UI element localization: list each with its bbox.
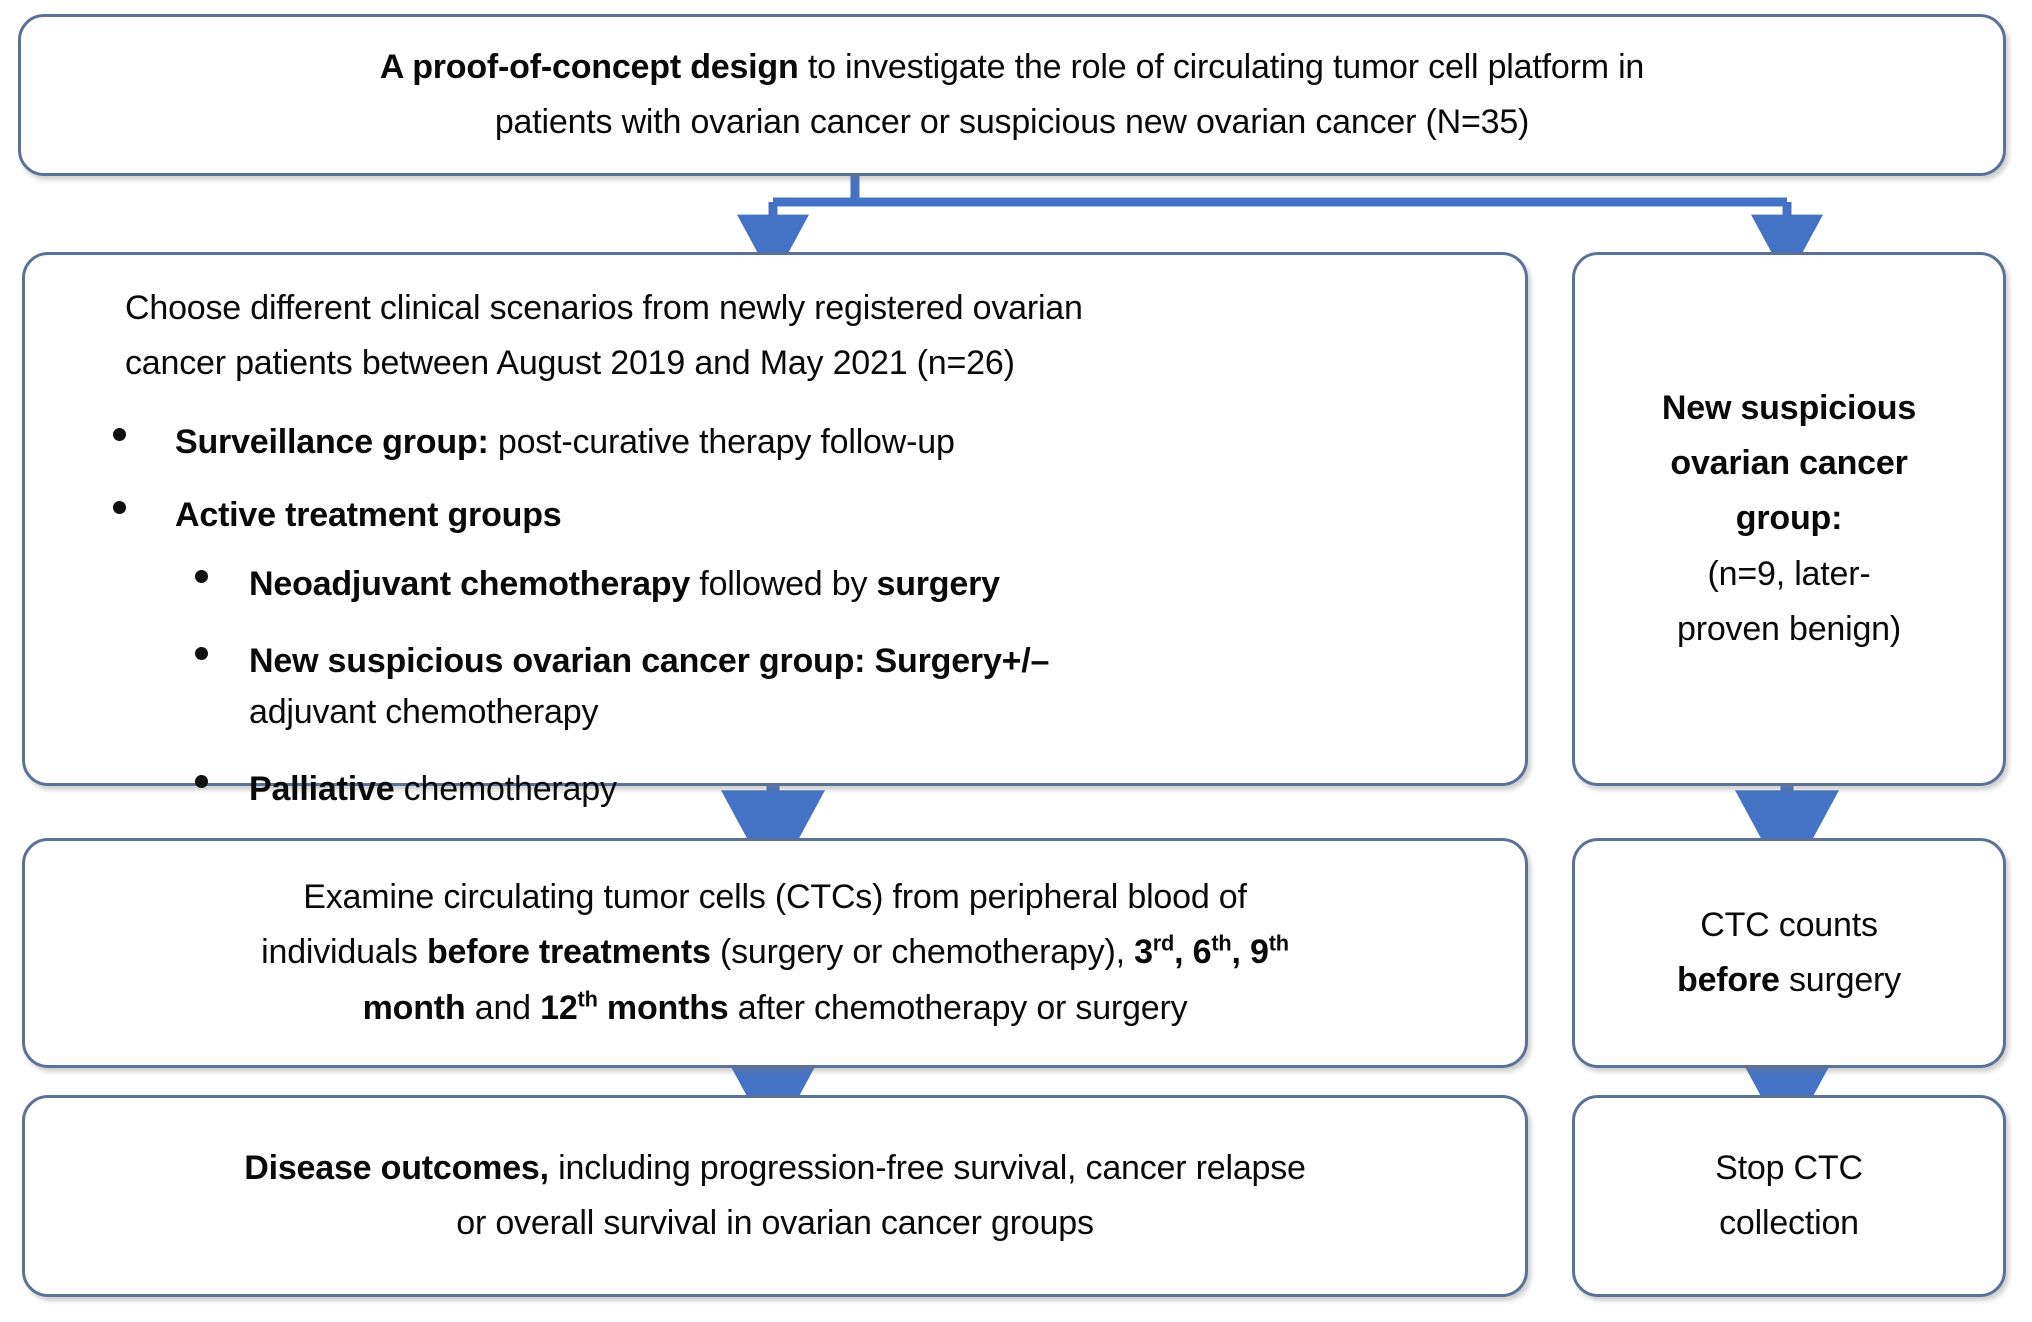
node-clinical-scenarios: Choose different clinical scenarios from…	[22, 252, 1528, 808]
examine-ctcs-seg-f: and	[465, 988, 541, 1027]
node-ctc-counts-before-surgery: CTC counts before surgery	[1572, 838, 2006, 1068]
sub-bullet-new-suspicious-surgery: New suspicious ovarian cancer group: Sur…	[175, 636, 1483, 738]
examine-ctcs-sep-1: ,	[1174, 933, 1193, 972]
disease-outcomes-line2: or overall survival in ovarian cancer gr…	[456, 1204, 1094, 1242]
bullet-dot-icon	[195, 570, 208, 584]
node-proof-of-concept-design: A proof-of-concept design to investigate…	[18, 14, 2006, 176]
node-proof-of-concept-text: A proof-of-concept design to investigate…	[141, 40, 1883, 150]
neoadjuvant-bold: Neoadjuvant chemotherapy	[249, 565, 691, 604]
palliative-bold: Palliative	[249, 770, 395, 809]
examine-ctcs-month-9: 9	[1250, 933, 1269, 972]
active-treatment-sub-list: Neoadjuvant chemotherapy followed by sur…	[175, 559, 1483, 815]
examine-ctcs-seg-i: after chemotherapy or surgery	[728, 988, 1188, 1027]
bullet-dot-icon	[113, 428, 126, 442]
examine-ctcs-month-6-sup: th	[1211, 931, 1232, 957]
stop-ctc-line1: Stop CTC	[1715, 1148, 1863, 1187]
connector-top-stem	[773, 176, 1787, 207]
ctc-counts-line1: CTC counts	[1700, 905, 1878, 944]
new-suspicious-line4: (n=9, later-	[1707, 554, 1871, 593]
examine-ctcs-sep-2: ,	[1231, 933, 1251, 972]
bullet-dot-icon	[195, 647, 208, 661]
node-examine-ctcs: Examine circulating tumor cells (CTCs) f…	[22, 838, 1528, 1068]
examine-ctcs-line1: Examine circulating tumor cells (CTCs) f…	[303, 878, 1247, 917]
examine-ctcs-month-9-sup: th	[1268, 931, 1289, 957]
node-new-suspicious-ovarian-cancer-group: New suspicious ovarian cancer group: (n=…	[1572, 252, 2006, 786]
new-suspicious-bold-line3: group:	[1735, 499, 1843, 538]
bullet-active-treatment-groups: Active treatment groups Neoadjuvant chem…	[67, 490, 1483, 815]
neoadjuvant-surgery-bold: surgery	[876, 565, 1001, 604]
examine-ctcs-month-12: 12	[540, 988, 578, 1027]
new-suspicious-surgery-bold: New suspicious ovarian cancer group: Sur…	[249, 642, 1050, 681]
examine-ctcs-before-treatments-bold: before treatments	[426, 933, 711, 972]
clinical-scenarios-bullet-list: Surveillance group: post-curative therap…	[67, 417, 1483, 837]
sub-bullet-palliative-chemotherapy: Palliative chemotherapy	[175, 764, 1483, 815]
disease-outcomes-bold-lead: Disease outcomes,	[244, 1148, 549, 1187]
proof-of-concept-line2: patients with ovarian cancer or suspicio…	[494, 103, 1530, 141]
examine-ctcs-month-6: 6	[1192, 933, 1212, 972]
bullet-dot-icon	[113, 501, 126, 515]
new-suspicious-group-text: New suspicious ovarian cancer group: (n=…	[1599, 381, 1979, 656]
disease-outcomes-rest-line1: including progression-free survival, can…	[548, 1148, 1306, 1187]
neoadjuvant-mid: followed by	[690, 565, 877, 604]
new-suspicious-bold-line1: New suspicious	[1661, 389, 1917, 428]
stop-ctc-text: Stop CTC collection	[1601, 1141, 1977, 1251]
new-suspicious-line5: proven benign)	[1676, 609, 1902, 648]
examine-ctcs-seg-c: (surgery or chemotherapy),	[710, 933, 1135, 972]
active-treatment-groups-bold: Active treatment groups	[175, 496, 562, 535]
ctc-counts-before-bold: before	[1677, 961, 1780, 999]
ctc-counts-rest: surgery	[1779, 961, 1901, 999]
proof-of-concept-bold-lead: A proof-of-concept design	[379, 47, 799, 86]
bullet-dot-icon	[195, 775, 208, 789]
disease-outcomes-text: Disease outcomes, including progression-…	[215, 1141, 1335, 1251]
bullet-surveillance-group: Surveillance group: post-curative therap…	[67, 417, 1483, 468]
examine-ctcs-text: Examine circulating tumor cells (CTCs) f…	[255, 870, 1295, 1035]
clinical-scenarios-lead-line2: cancer patients between August 2019 and …	[125, 344, 1015, 383]
new-suspicious-bold-line2: ovarian cancer	[1670, 444, 1908, 483]
clinical-scenarios-lead: Choose different clinical scenarios from…	[125, 281, 1125, 391]
node-stop-ctc-collection: Stop CTC collection	[1572, 1095, 2006, 1297]
examine-ctcs-month-3-sup: rd	[1152, 931, 1175, 957]
node-disease-outcomes: Disease outcomes, including progression-…	[22, 1095, 1528, 1297]
examine-ctcs-seg-a: individuals	[261, 933, 427, 972]
sub-bullet-neoadjuvant-chemotherapy: Neoadjuvant chemotherapy followed by sur…	[175, 559, 1483, 610]
examine-ctcs-months-word: months	[597, 988, 729, 1027]
ctc-counts-text: CTC counts before surgery	[1601, 898, 1977, 1008]
clinical-scenarios-lead-line1: Choose different clinical scenarios from…	[125, 289, 1083, 327]
new-suspicious-surgery-tail: adjuvant chemotherapy	[249, 693, 599, 732]
examine-ctcs-month-word: month	[362, 988, 466, 1027]
surveillance-group-rest: post-curative therapy follow-up	[488, 423, 955, 462]
examine-ctcs-month-12-sup: th	[577, 986, 598, 1012]
examine-ctcs-month-3: 3	[1134, 933, 1153, 972]
surveillance-group-bold: Surveillance group:	[175, 423, 489, 462]
proof-of-concept-rest-line1: to investigate the role of circulating t…	[798, 47, 1645, 86]
palliative-mid: chemotherapy	[394, 770, 617, 809]
stop-ctc-line2: collection	[1719, 1204, 1859, 1242]
